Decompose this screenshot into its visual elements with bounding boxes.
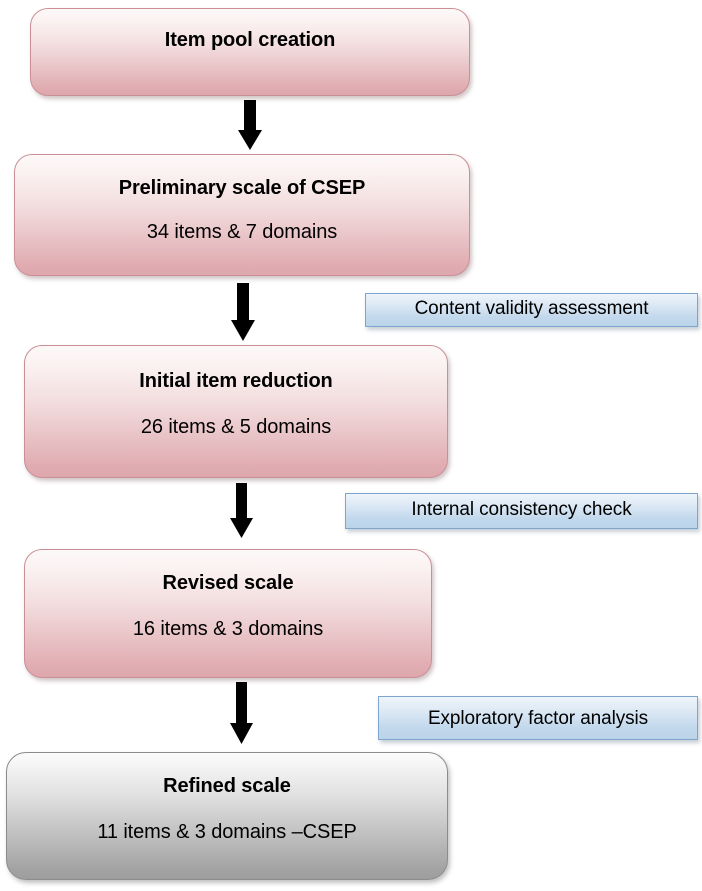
stage-box-revised-scale[interactable]: Revised scale 16 items & 3 domains (24, 549, 432, 678)
stage-subtitle: 11 items & 3 domains –CSEP (97, 821, 357, 843)
note-box-internal-consistency-check[interactable]: Internal consistency check (345, 493, 698, 529)
note-label: Internal consistency check (411, 499, 632, 520)
stage-title: Revised scale (162, 572, 294, 594)
note-label: Content validity assessment (414, 298, 649, 319)
stage-title: Preliminary scale of CSEP (118, 177, 366, 199)
stage-box-item-pool-creation[interactable]: Item pool creation (30, 8, 470, 96)
stage-box-initial-item-reduction[interactable]: Initial item reduction 26 items & 5 doma… (24, 345, 448, 478)
arrow-down-icon (230, 483, 253, 538)
stage-box-refined-scale[interactable]: Refined scale 11 items & 3 domains –CSEP (6, 752, 448, 880)
stage-subtitle: 26 items & 5 domains (140, 416, 332, 438)
arrow-down-icon (238, 100, 262, 150)
stage-subtitle: 34 items & 7 domains (146, 221, 338, 243)
arrow-down-4 (214, 682, 270, 744)
arrow-down-1 (222, 100, 278, 150)
stage-box-preliminary-scale[interactable]: Preliminary scale of CSEP 34 items & 7 d… (14, 154, 470, 276)
stage-title: Item pool creation (164, 29, 336, 51)
note-label: Exploratory factor analysis (427, 707, 649, 729)
arrow-down-2 (215, 283, 271, 341)
stage-title: Refined scale (163, 775, 291, 797)
arrow-down-icon (231, 283, 255, 341)
arrow-down-icon (230, 682, 253, 744)
stage-subtitle: 16 items & 3 domains (132, 618, 324, 640)
arrow-down-3 (214, 483, 270, 538)
note-box-exploratory-factor-analysis[interactable]: Exploratory factor analysis (378, 696, 698, 740)
note-box-content-validity-assessment[interactable]: Content validity assessment (365, 293, 698, 327)
stage-title: Initial item reduction (139, 370, 333, 392)
